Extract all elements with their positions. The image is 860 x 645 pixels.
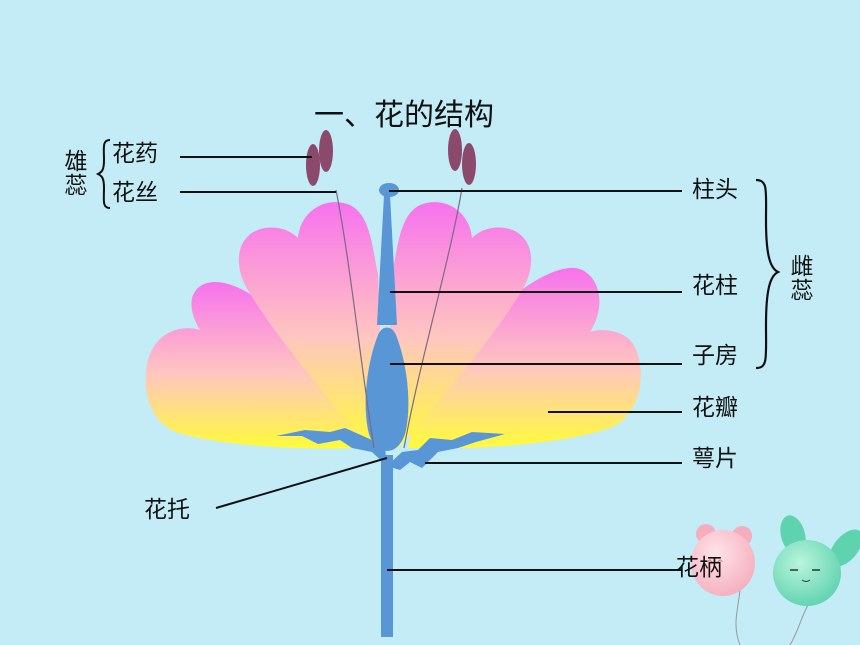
anther-right-b — [462, 143, 476, 185]
label-petal: 花瓣 — [692, 395, 738, 421]
label-pedicel: 花柄 — [676, 555, 722, 581]
line-receptacle — [215, 457, 388, 509]
balloon-green — [773, 515, 860, 645]
label-ovary: 子房 — [692, 343, 738, 369]
label-style: 花柱 — [692, 273, 738, 299]
filament-right — [403, 187, 463, 449]
ovary-shape — [365, 327, 409, 451]
label-anther: 花药 — [112, 141, 158, 167]
label-sepal: 萼片 — [692, 446, 738, 472]
petal-left-outer — [145, 282, 362, 449]
label-receptacle: 花托 — [144, 497, 190, 523]
sepal-left — [276, 428, 387, 466]
sepal-right — [387, 432, 505, 470]
label-pistil: 雌蕊 — [790, 254, 814, 305]
svg-text:^ ^: ^ ^ — [706, 559, 724, 569]
anther-left-a — [306, 144, 320, 186]
petal-right-inner — [385, 202, 532, 448]
anther-right-a — [448, 129, 462, 171]
bracket-pistil — [755, 178, 781, 370]
balloon-pink: ^ ^ — [691, 524, 755, 645]
label-stamen: 雄蕊 — [64, 149, 88, 200]
anther-left-b — [319, 130, 333, 172]
label-filament: 花丝 — [112, 180, 158, 206]
page-title: 一、花的结构 — [314, 98, 494, 133]
pedicel-shape — [381, 455, 393, 637]
petal-right-outer — [408, 267, 641, 449]
style-shape — [377, 195, 397, 325]
bracket-stamen — [95, 139, 111, 209]
filament-left — [335, 189, 375, 449]
label-stigma: 柱头 — [692, 177, 738, 203]
